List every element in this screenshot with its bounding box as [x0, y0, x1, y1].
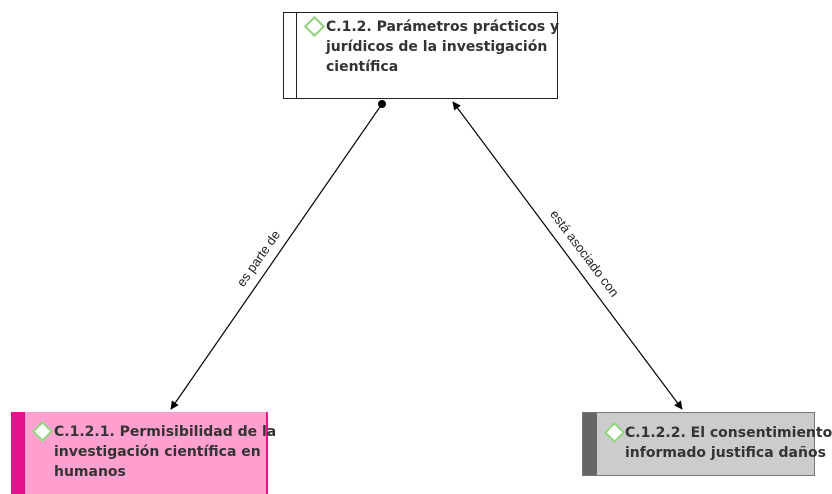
node-label: C.1.2.2. El consentimiento informado jus…: [625, 423, 832, 463]
connectors: es parte de está asociado con: [170, 100, 683, 410]
node-label: C.1.2.1. Permisibilidad de la investigac…: [54, 422, 276, 482]
edge-esta-asociado-con[interactable]: está asociado con: [452, 101, 683, 410]
node-c-1-2-2[interactable]: C.1.2.2. El consentimiento informado jus…: [582, 412, 832, 476]
node-label-line: C.1.2.1. Permisibilidad de la: [54, 424, 277, 440]
node-label-line: C.1.2. Parámetros prácticos y: [326, 19, 560, 35]
edge-start-dot: [378, 100, 386, 108]
node-label-line: C.1.2.2. El consentimiento: [625, 425, 832, 441]
node-stripe: [284, 13, 297, 98]
diamond-icon: [303, 15, 326, 38]
node-label: C.1.2. Parámetros prácticos y jurídicos …: [326, 17, 559, 77]
diamond-icon: [31, 420, 54, 443]
edge-label-esta-asociado-con: está asociado con: [547, 207, 622, 300]
node-c-1-2-1[interactable]: C.1.2.1. Permisibilidad de la investigac…: [11, 412, 276, 494]
node-stripe: [583, 413, 597, 475]
node-c-1-2[interactable]: C.1.2. Parámetros prácticos y jurídicos …: [283, 12, 559, 99]
node-stripe: [11, 412, 25, 494]
node-label-line: jurídicos de la investigación: [326, 39, 548, 55]
node-label-line: investigación científica en: [54, 444, 261, 460]
diamond-icon: [603, 421, 626, 444]
edge-es-parte-de[interactable]: es parte de: [170, 100, 386, 410]
node-label-line: informado justifica daños: [625, 445, 826, 461]
node-label-line: humanos: [54, 464, 126, 480]
node-label-line: científica: [326, 59, 399, 75]
